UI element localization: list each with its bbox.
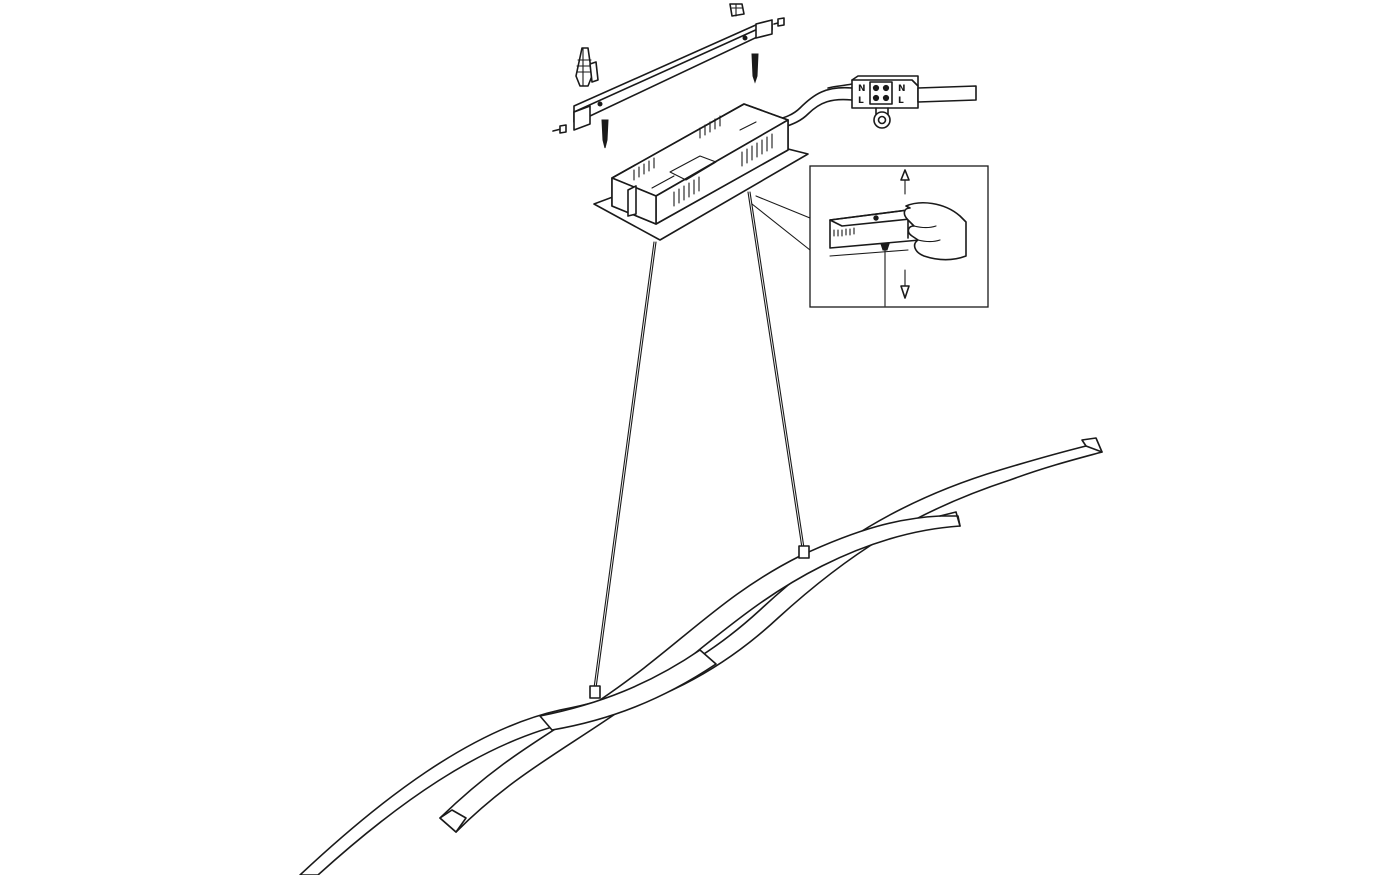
mains-cable [917,85,977,103]
small-screw-right [773,17,785,27]
vent-slots-back [633,115,721,181]
detail-inset [751,165,989,308]
wall-plug-right [729,3,745,17]
mounting-bracket [573,19,773,131]
terminal-block: N L N L [851,75,919,129]
terminal-label-l-left: L [858,96,864,106]
terminal-label-n-left: N [858,84,866,94]
arrow-down-icon [900,269,910,299]
wire-clamp-right [798,545,810,559]
small-screw-left [552,124,567,134]
wall-plug-left [575,47,599,87]
suspension-wire-right [747,191,805,549]
vent-slots-front [673,133,773,207]
driver-housing [611,103,789,225]
wire-clamp-left [589,685,601,699]
screw-top-left [751,53,759,84]
arrow-up-icon [900,169,910,195]
terminal-label-n-right: N [898,84,906,94]
led-wave-arm-front-overlap [539,649,717,731]
terminal-label-l-right: L [898,96,904,106]
hand-icon [903,202,967,261]
suspension-wire-left [593,241,657,689]
screw-bottom-left [601,119,609,149]
